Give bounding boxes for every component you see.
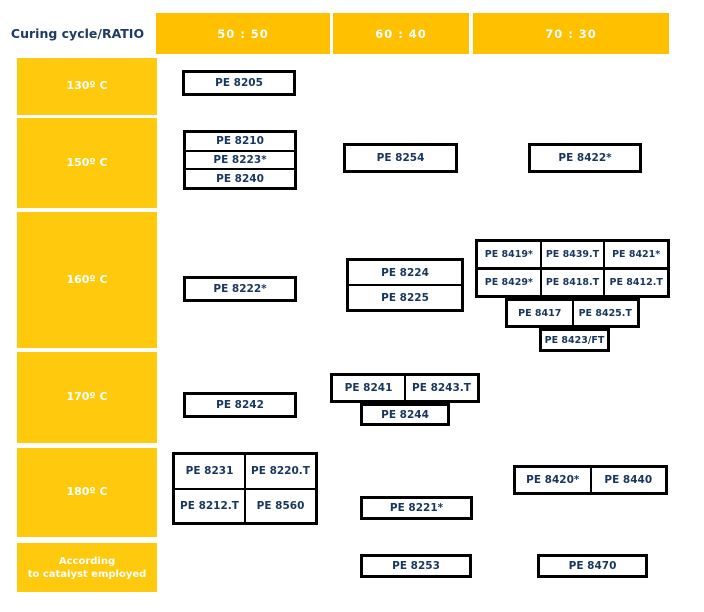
product-cell: PE 8220.T xyxy=(246,455,315,488)
box-170c-60-40-row1: PE 8241 PE 8243.T xyxy=(330,373,480,403)
product-cell: PE 8205 xyxy=(185,73,293,93)
product-cell: PE 8212.T xyxy=(175,489,244,522)
product-cell: PE 8243.T xyxy=(406,376,477,400)
product-cell: PE 8221* xyxy=(363,499,470,517)
product-cell: PE 8425.T xyxy=(573,301,637,325)
row-label-160c: 160º C xyxy=(17,212,157,348)
box-160c-70-30-block: PE 8419* PE 8439.T PE 8421* PE 8429* PE … xyxy=(475,239,670,298)
product-cell: PE 8420* xyxy=(516,468,590,492)
box-150c-50-50: PE 8210 PE 8223* PE 8240 xyxy=(183,130,297,190)
product-cell: PE 8210 xyxy=(186,133,294,150)
box-160c-70-30-row3: PE 8417 PE 8425.T xyxy=(505,298,640,328)
product-cell: PE 8253 xyxy=(363,557,469,575)
row-label-catalyst-line1: According xyxy=(58,555,116,567)
box-180c-60-40: PE 8221* xyxy=(360,496,473,520)
product-cell: PE 8470 xyxy=(540,557,645,575)
product-cell: PE 8560 xyxy=(246,489,315,522)
row-label-170c: 170º C xyxy=(17,352,157,443)
product-cell: PE 8231 xyxy=(175,455,244,488)
product-cell: PE 8419* xyxy=(478,242,540,267)
column-header-50-50: 50 : 50 xyxy=(156,13,330,54)
product-cell: PE 8412.T xyxy=(605,270,667,295)
product-cell: PE 8439.T xyxy=(541,242,604,267)
product-cell: PE 8429* xyxy=(478,270,540,295)
product-cell: PE 8240 xyxy=(186,170,294,188)
product-cell: PE 8421* xyxy=(605,242,667,267)
product-cell: PE 8244 xyxy=(363,406,447,423)
box-150c-60-40: PE 8254 xyxy=(343,143,458,173)
box-180c-70-30: PE 8420* PE 8440 xyxy=(513,465,668,495)
box-160c-70-30-row4: PE 8423/FT xyxy=(539,328,610,352)
product-cell: PE 8242 xyxy=(186,395,294,415)
box-160c-60-40: PE 8224 PE 8225 xyxy=(346,258,464,312)
product-cell: PE 8422* xyxy=(531,146,639,170)
column-header-60-40: 60 : 40 xyxy=(333,13,469,54)
box-170c-50-50: PE 8242 xyxy=(183,392,297,418)
product-cell: PE 8222* xyxy=(186,279,294,299)
product-cell: PE 8423/FT xyxy=(542,331,607,349)
row-label-catalyst-line2: to catalyst employed xyxy=(27,568,147,580)
box-180c-50-50: PE 8231 PE 8220.T PE 8212.T PE 8560 xyxy=(172,452,318,525)
product-cell: PE 8417 xyxy=(508,301,572,325)
matrix-title: Curing cycle/RATIO xyxy=(10,26,145,41)
column-header-70-30: 70 : 30 xyxy=(473,13,669,54)
product-cell: PE 8254 xyxy=(346,146,455,170)
box-160c-50-50: PE 8222* xyxy=(183,276,297,302)
product-cell: PE 8224 xyxy=(349,261,461,284)
product-cell: PE 8440 xyxy=(591,468,665,492)
row-label-130c: 130º C xyxy=(17,58,157,115)
product-cell: PE 8223* xyxy=(186,151,294,169)
box-170c-60-40-row2: PE 8244 xyxy=(360,403,450,426)
box-130c-50-50: PE 8205 xyxy=(182,70,296,96)
box-catalyst-70-30: PE 8470 xyxy=(537,554,648,578)
product-cell: PE 8225 xyxy=(349,286,461,309)
box-150c-70-30: PE 8422* xyxy=(528,143,642,173)
box-catalyst-60-40: PE 8253 xyxy=(360,554,472,578)
row-label-150c: 150º C xyxy=(17,118,157,208)
product-cell: PE 8241 xyxy=(333,376,404,400)
row-label-180c: 180º C xyxy=(17,448,157,537)
product-cell: PE 8418.T xyxy=(541,270,604,295)
row-label-catalyst: According to catalyst employed xyxy=(17,543,157,592)
